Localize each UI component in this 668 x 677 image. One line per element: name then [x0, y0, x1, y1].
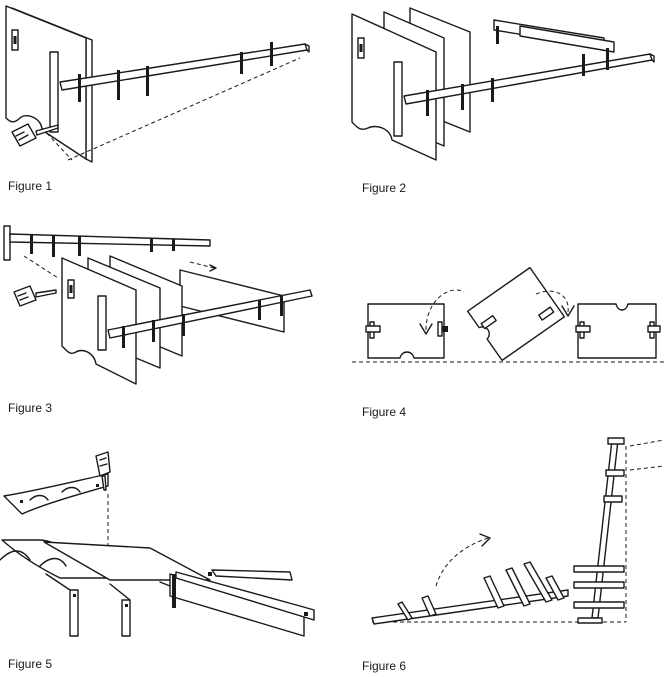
- figure-1-caption: Figure 1: [8, 179, 52, 193]
- screwdriver-icon: [13, 285, 57, 307]
- figure-3-caption: Figure 3: [8, 401, 52, 415]
- figure-3: Figure 3: [3, 225, 313, 415]
- figure-1: Figure 1: [5, 5, 310, 193]
- screwdriver-icon: [11, 123, 59, 147]
- figure-4-caption: Figure 4: [362, 405, 406, 419]
- figure-5: A Figure 5: [0, 451, 315, 671]
- figure-2-caption: Figure 2: [362, 181, 406, 195]
- figure-6-caption: Figure 6: [362, 659, 406, 673]
- figure-4: Figure 4: [352, 266, 664, 419]
- screwdriver-icon: [95, 451, 111, 491]
- figure-5-caption: Figure 5: [8, 657, 52, 671]
- figure-2: Figure 2: [351, 7, 655, 195]
- figure-6: Figure 6: [362, 437, 665, 673]
